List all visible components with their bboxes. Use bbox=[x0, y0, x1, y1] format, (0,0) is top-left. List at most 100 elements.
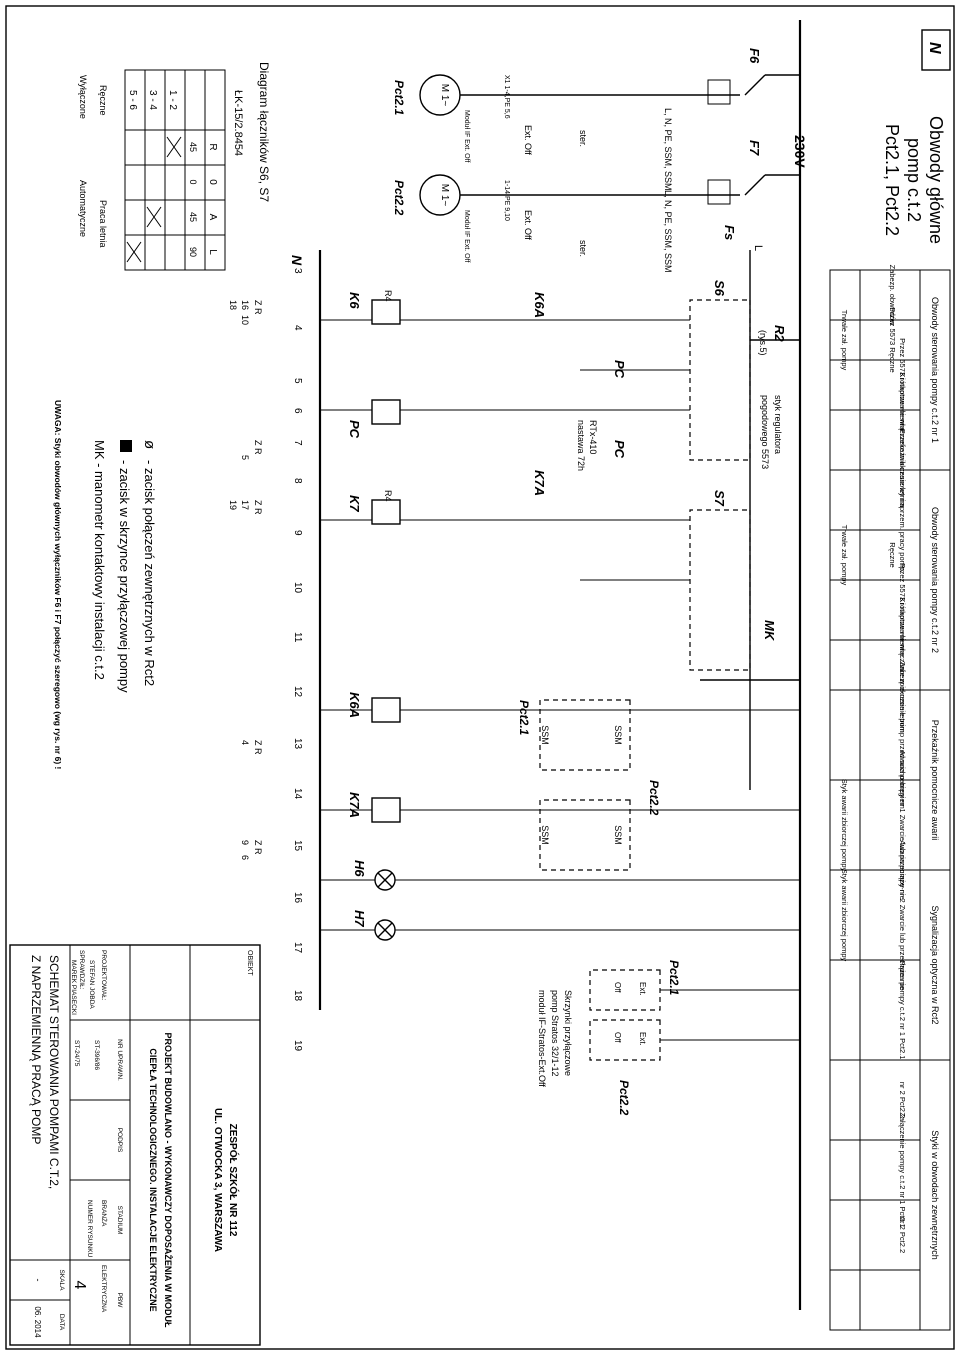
neutral-N-label: N bbox=[289, 255, 305, 266]
col-num: 13 bbox=[292, 738, 303, 750]
col-num: 18 bbox=[292, 990, 303, 1002]
zr-row-2: 18 bbox=[228, 300, 238, 310]
tb-nr-1: ST-396/86 bbox=[93, 1040, 100, 1070]
col-num: 8 bbox=[292, 478, 303, 484]
tb-rysunek-label: NUMER RYSUNKU bbox=[86, 1200, 93, 1258]
lamp-H6: H6 bbox=[352, 860, 396, 891]
tb-hdr-stadium: STADIUM bbox=[116, 1206, 123, 1235]
cable-1: L, N, PE, SSM, SSM bbox=[663, 108, 673, 191]
sd-pos-3: Praca letnia bbox=[98, 200, 108, 248]
k7a-coil-label: K7 bbox=[347, 495, 362, 512]
col-num: 14 bbox=[292, 788, 303, 800]
extoff-pct-2: Pct2.2 bbox=[617, 1080, 631, 1116]
zr-row-6: 4 bbox=[240, 740, 250, 745]
relay-K7A: K7A R4 K7 bbox=[347, 470, 547, 525]
motor-Pct2.2: M 1~ Pct2.2 Moduł IF Ext. Off bbox=[392, 174, 530, 262]
cable-2: L, N, PE, SSM, SSM bbox=[663, 190, 673, 273]
hdr-col-reczne-2: Ręczne bbox=[888, 542, 897, 567]
legend-open-terminal-icon: ø bbox=[141, 440, 158, 449]
extoff-box-2-line1: Ext. bbox=[638, 1032, 647, 1046]
sd-pos-2: Wyłączone bbox=[78, 75, 88, 119]
sd-hdr-L: L bbox=[207, 249, 218, 255]
sd-angle-2: 0 bbox=[188, 179, 198, 184]
ssm-box-1: SSM SSM Pct2.1 bbox=[517, 699, 631, 771]
fs-label: Fs bbox=[722, 225, 737, 240]
zr-row-7: 9 bbox=[240, 840, 250, 845]
ssm-label-2: SSM bbox=[613, 825, 623, 845]
main-title-line3: Pct2.1, Pct2.2 bbox=[882, 124, 902, 236]
hdr-subrow-trwale-2: Trwałe zał. pompy bbox=[840, 525, 849, 586]
zr-header: Z R bbox=[253, 300, 263, 315]
extoff-box-1-line2: Off bbox=[613, 982, 622, 993]
skrzynki-line3: moduł IF-Stratos-Ext.Off bbox=[537, 990, 547, 1087]
coil-K6A-lower: K6A bbox=[347, 692, 401, 723]
extoff-box-1: Ext. Off Pct2.1 bbox=[589, 960, 681, 1011]
col-num: 15 bbox=[292, 840, 303, 852]
sheet-border bbox=[5, 5, 955, 1350]
tb-skala: - bbox=[33, 1279, 43, 1282]
hdr-col-praca-1: Praca pompy c.t.2 nr 1 Pct2.1 bbox=[898, 961, 907, 1060]
motor-symbol-2: M 1~ bbox=[439, 184, 450, 207]
tb-nr-2: ST-24/75 bbox=[73, 1040, 80, 1067]
col-num: 16 bbox=[292, 892, 303, 904]
hdr-col-zabezp: Zabezp. obwodów bbox=[888, 265, 897, 326]
tb-drawing-title-1: SCHEMAT STEROWANIA POMPAMI C.T.2, bbox=[47, 955, 61, 1189]
sd-hdr-0: 0 bbox=[207, 179, 218, 185]
ssm-label-1b: SSM bbox=[540, 725, 550, 745]
k7a-lower-label: K7A bbox=[347, 792, 362, 818]
k7a-label: K7A bbox=[532, 470, 547, 496]
r2-desc-2: pogodowego 5573 bbox=[760, 395, 770, 469]
hdr-col-zal-2: nr 2 Pct2.2 bbox=[898, 1217, 907, 1253]
mk-label: MK bbox=[762, 620, 777, 642]
zr-row-1: 16 bbox=[240, 300, 250, 310]
extoff-box-2-line2: Off bbox=[613, 1032, 622, 1043]
manometer-MK: MK bbox=[700, 620, 800, 681]
sd-angle-4: 90 bbox=[188, 247, 198, 257]
switch-diagram-title: Diagram łączników S6, S7 bbox=[257, 62, 271, 202]
switch-S6: S6 bbox=[689, 280, 751, 461]
sd-hdr-R: R bbox=[207, 143, 218, 150]
tb-role-1: PROJEKTOWAŁ: bbox=[100, 950, 107, 1001]
motor-label-1: Pct2.1 bbox=[392, 80, 406, 116]
switch-S7-label: S7 bbox=[712, 490, 727, 507]
pc-desc-2: nastawa 72h bbox=[576, 420, 586, 471]
legend-warning: UWAGA: Styki obwodów głównych wyłącznikó… bbox=[53, 400, 63, 770]
sd-angle-3: 45 bbox=[188, 212, 198, 222]
col-num: 5 bbox=[292, 378, 303, 384]
tb-drawing-title-2: Z NAPRZEMIENNĄ PRACĄ POMP bbox=[29, 955, 43, 1144]
motor-Pct2.1: M 1~ Pct2.1 Moduł IF Ext. Off bbox=[392, 74, 530, 162]
sd-row-1: 1 - 2 bbox=[167, 90, 178, 110]
main-title-line2: pomp c.t.2 bbox=[904, 138, 924, 222]
r2-label: R2 bbox=[772, 325, 787, 342]
hdr-group-4: Sygnalizacja optyczna w Rct2 bbox=[930, 905, 940, 1024]
column-numbers: 3 4 5 6 7 8 9 10 11 12 13 14 15 16 17 18… bbox=[292, 268, 303, 1052]
relay-K6A: K6A R4 K6 bbox=[347, 290, 547, 325]
hdr-col-awaria-1: Awaria pompy nr 1 Zwarcie lub przeciąże-… bbox=[898, 750, 907, 900]
zr-header-4: Z R bbox=[253, 740, 263, 755]
col-num: 9 bbox=[292, 530, 303, 536]
ssm-pct-1: Pct2.1 bbox=[517, 700, 531, 736]
tb-branza-label: BRANŻA bbox=[100, 1200, 109, 1227]
ssm-pct-2: Pct2.2 bbox=[647, 780, 661, 816]
extoff-2: Ext. Off bbox=[523, 210, 533, 240]
r2-desc-1: styk regulatora bbox=[773, 395, 783, 454]
header-table: Obwody sterowania pompy c.t.2 nr 1 Obwod… bbox=[829, 265, 951, 1331]
tb-data: 06. 2014 bbox=[33, 1306, 42, 1338]
extoff-1: Ext. Off bbox=[523, 125, 533, 155]
zr-header-5: Z R bbox=[253, 840, 263, 855]
switch-diagram-model: ŁK-15/2.8454 bbox=[232, 90, 244, 156]
hdr-col-letnim-2: Krótkotrwa-le włączanie w okresie letnim bbox=[898, 597, 907, 732]
hdr-col-praca-2: nr 2 Pct2.2 bbox=[898, 1082, 907, 1118]
h7-label: H7 bbox=[352, 910, 367, 927]
skrzynki-line1: Skrzynki przyłączowe bbox=[563, 990, 573, 1076]
pc-timer: PC PC RTx-410 nastawa 72h bbox=[576, 360, 627, 471]
sd-pos-1: Ręczne bbox=[98, 85, 108, 116]
terminal-right: 1-14,PE 9,10 bbox=[503, 180, 510, 221]
hdr-col-naprz-1: Przez 5573 i naprze-mienne bbox=[898, 338, 907, 432]
hdr-group-1: Obwody sterowania pompy c.t.2 nr 1 bbox=[930, 297, 940, 443]
legend-item-3: MK - manometr kontaktowy instalacji c.t.… bbox=[92, 440, 107, 680]
legend-filled-terminal-icon bbox=[120, 440, 132, 452]
r2-ref: (rys.5) bbox=[758, 330, 768, 356]
